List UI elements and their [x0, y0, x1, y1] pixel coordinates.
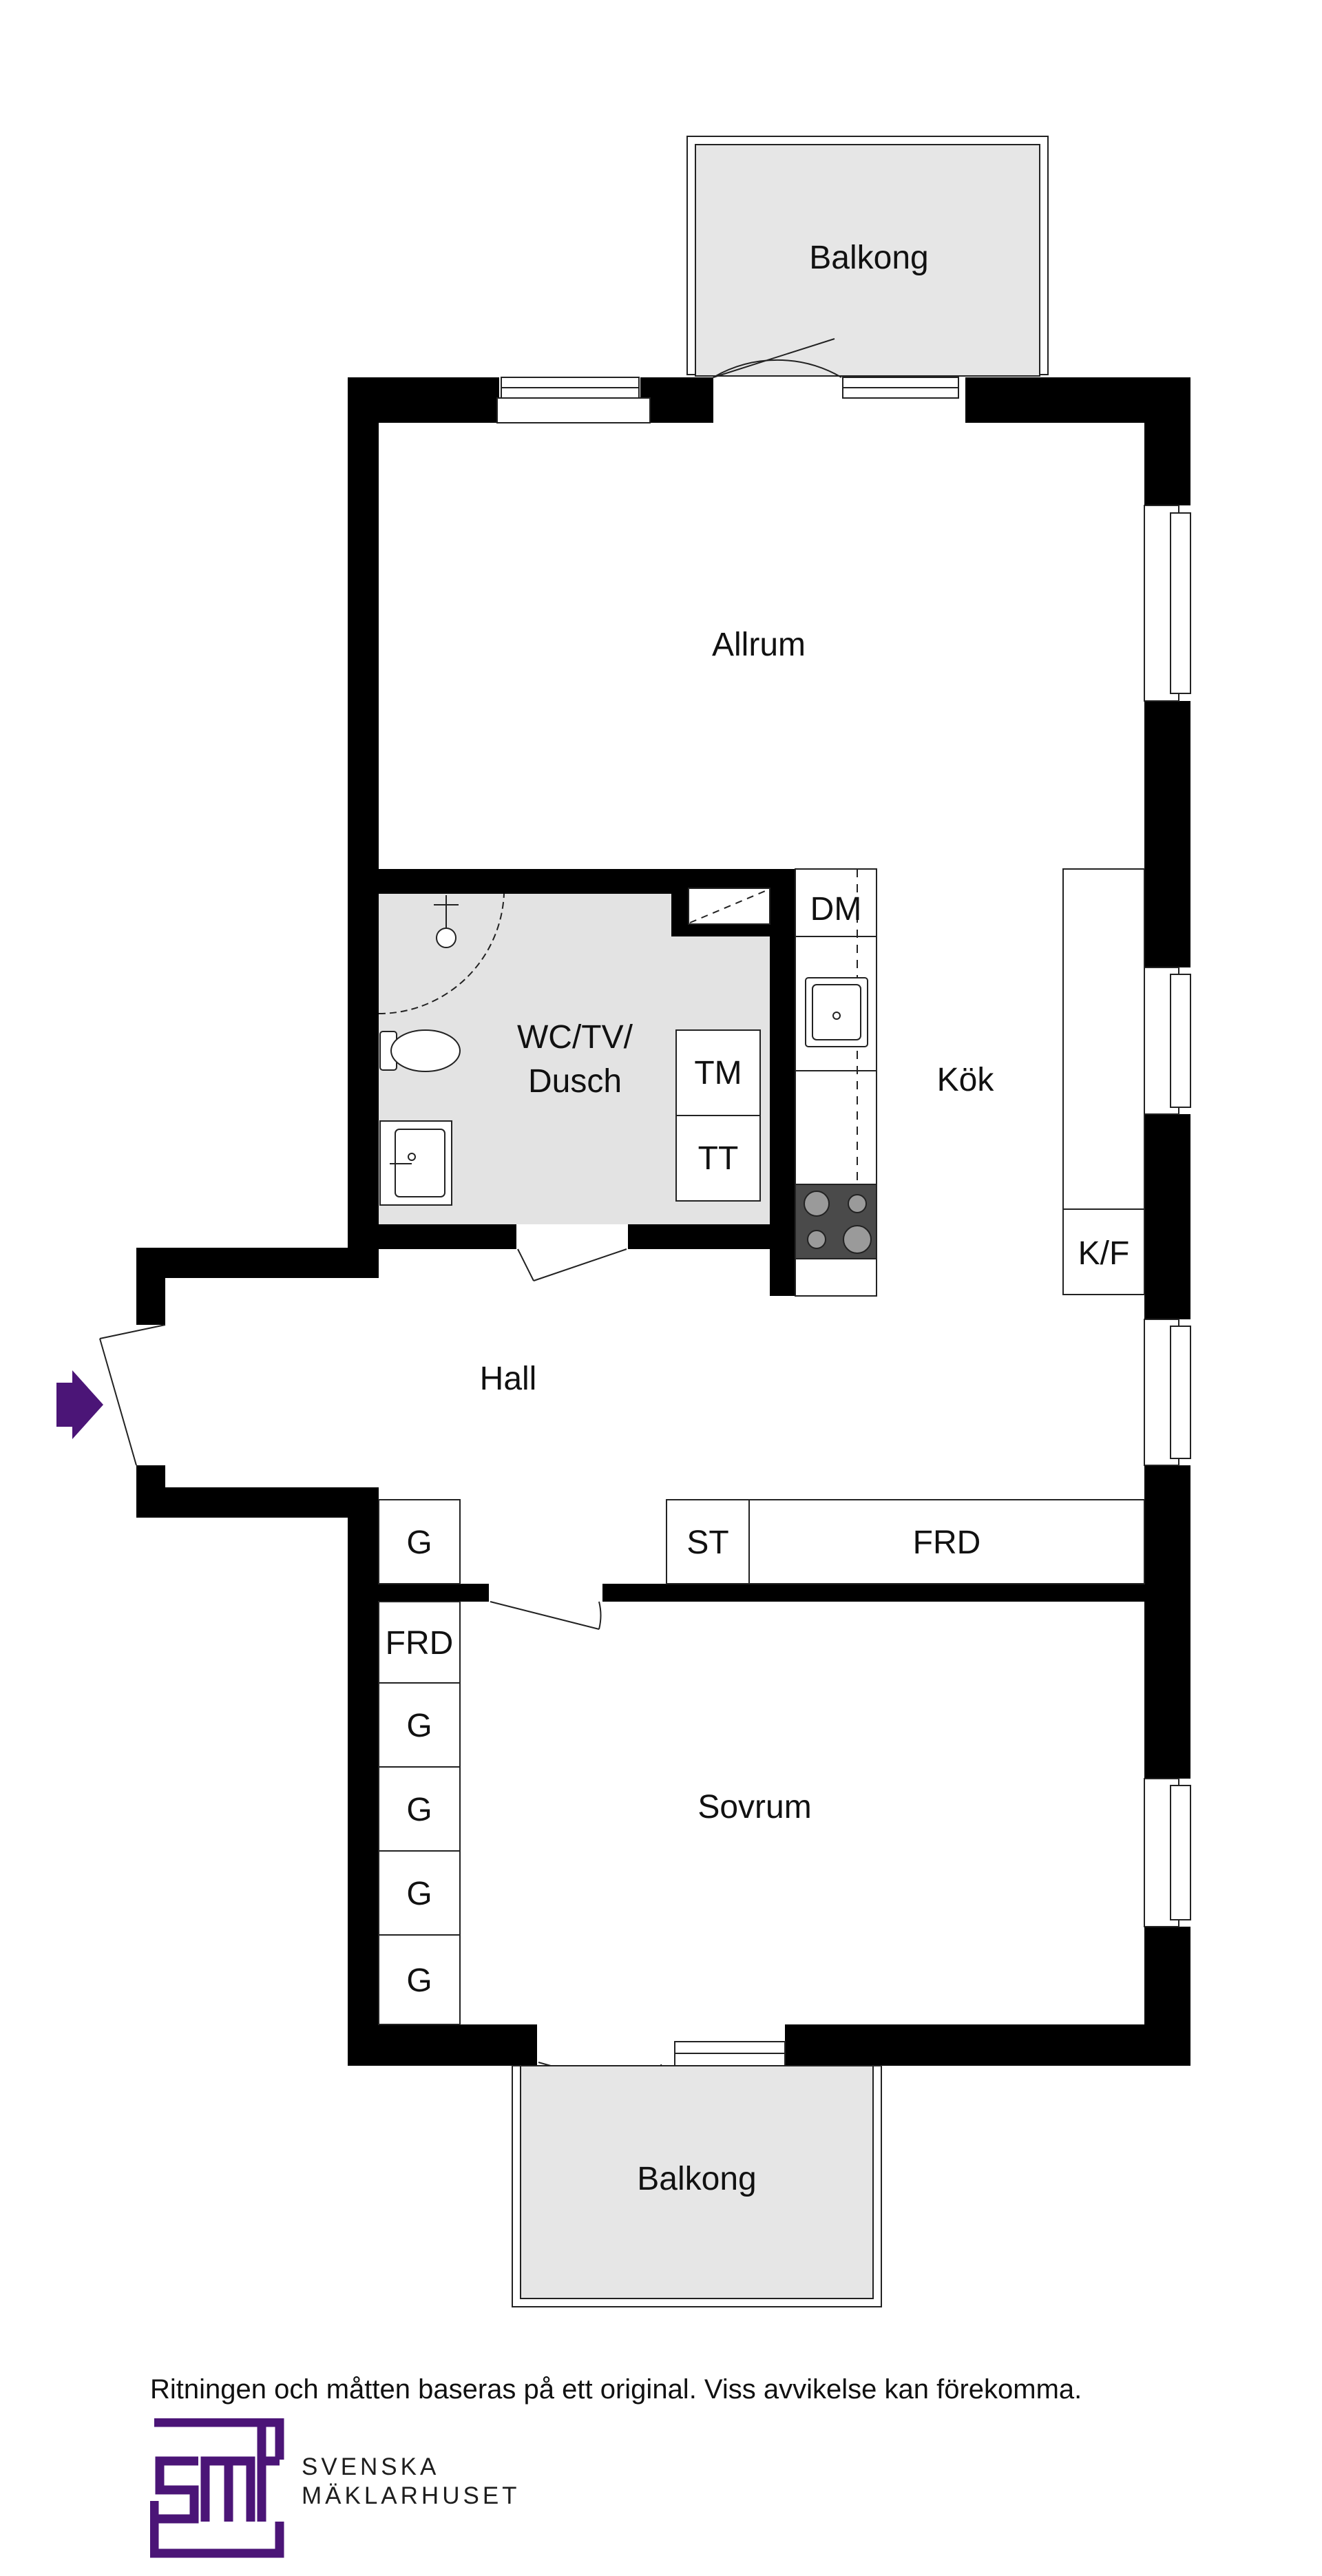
logo-text-line1: SVENSKA — [302, 2453, 439, 2480]
floor-plan: Balkong — [56, 136, 1191, 2307]
bathroom-label-line1: WC/TV/ — [517, 1019, 633, 1056]
logo-text-line2: MÄKLARHUSET — [302, 2482, 521, 2509]
bedroom-wardrobe-label: G — [406, 1876, 432, 1912]
balcony-bottom: Balkong — [512, 2065, 882, 2307]
toilet-icon — [379, 1029, 461, 1072]
bedroom-wardrobes — [378, 1601, 461, 2025]
balcony-bottom-label: Balkong — [637, 2161, 756, 2197]
bathroom-label-line2: Dusch — [528, 1063, 622, 1100]
disclaimer-text: Ritningen och måtten baseras på ett orig… — [150, 2374, 1082, 2405]
windows — [496, 377, 1191, 2066]
bathroom-fixtures — [378, 888, 770, 1206]
bedroom-frd-label: FRD — [386, 1625, 454, 1662]
sink-icon — [379, 1120, 452, 1206]
stove-icon — [795, 1184, 877, 1297]
bedroom-wardrobe-label: G — [406, 1962, 432, 1999]
exterior-walls — [136, 377, 1190, 2066]
interior-walls — [348, 869, 1190, 1602]
company-logo: SVENSKA MÄKLARHUSET — [150, 2418, 521, 2558]
living-room-label: Allrum — [712, 627, 806, 663]
bedroom-label: Sovrum — [697, 1789, 811, 1825]
washing-machine-label: TM — [694, 1055, 742, 1091]
hall-wardrobe-label: G — [406, 1525, 432, 1561]
balcony-top-label: Balkong — [809, 240, 928, 276]
shower-head-icon — [436, 928, 457, 948]
storage-label: ST — [686, 1525, 728, 1561]
bedroom-wardrobe-label: G — [406, 1792, 432, 1828]
hall-label: Hall — [480, 1361, 537, 1397]
dryer-label: TT — [698, 1140, 739, 1177]
kitchen-right-cabinets — [1062, 868, 1145, 1295]
kitchen-sink-icon — [805, 977, 868, 1047]
smh-logo-mark — [150, 2418, 284, 2558]
kitchen-label: Kök — [937, 1062, 995, 1098]
hall-storage — [378, 1499, 1145, 1584]
hall-frd-label: FRD — [913, 1525, 981, 1561]
balcony-top: Balkong — [686, 136, 1049, 377]
entrance-arrow-icon — [56, 1370, 103, 1439]
fridge-freezer-label: K/F — [1078, 1235, 1130, 1272]
dishwasher-label: DM — [810, 891, 862, 928]
bedroom-wardrobe-label: G — [406, 1708, 432, 1744]
